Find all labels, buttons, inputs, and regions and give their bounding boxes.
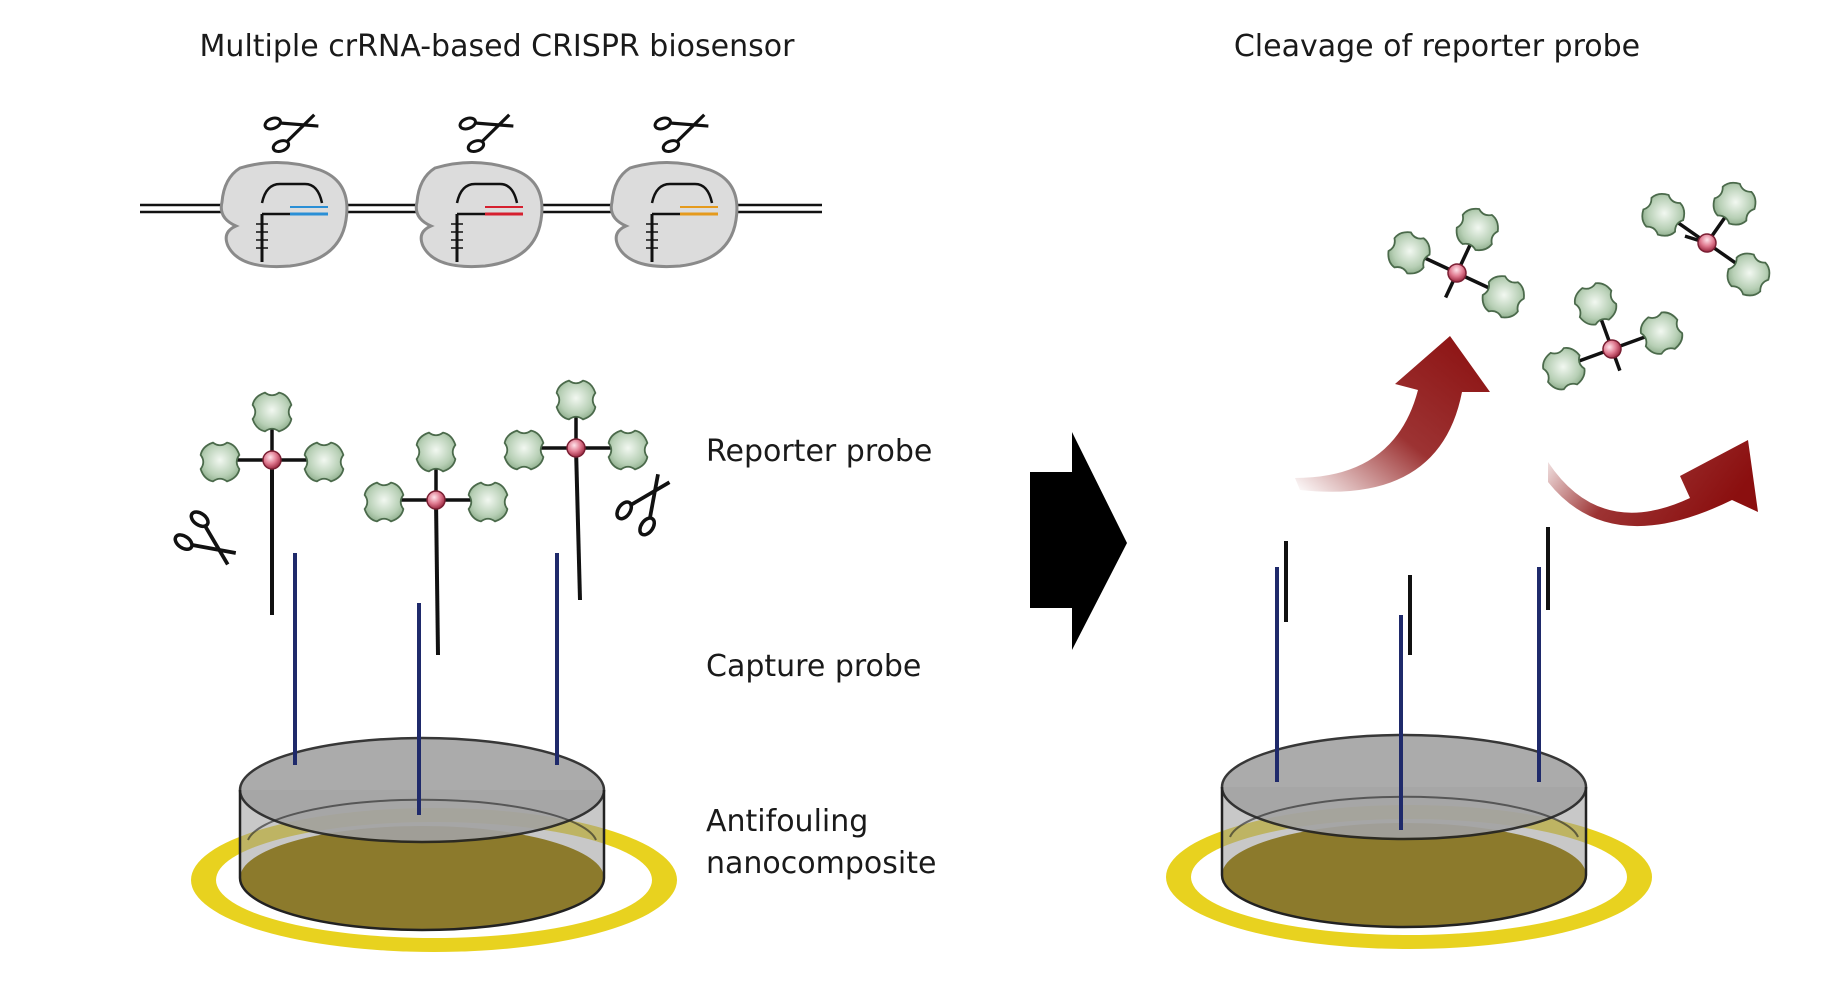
antifouling-label-line2: nanocomposite — [706, 846, 936, 881]
process-arrow-icon — [1030, 432, 1127, 650]
crispr-complex-strand — [140, 102, 822, 269]
capture-probe-label: Capture probe — [706, 649, 921, 684]
scissors-icon — [456, 102, 519, 156]
right-electrode — [1166, 733, 1652, 949]
scissors-icon — [612, 464, 682, 540]
right-title: Cleavage of reporter probe — [1234, 29, 1640, 64]
left-electrode — [191, 736, 677, 952]
reporter-probe-icon — [1636, 147, 1804, 302]
reporter-probe-icon — [1522, 261, 1687, 395]
reporter-probe-icon — [365, 433, 508, 656]
cas12a-protein-icon — [414, 160, 544, 269]
scissors-icon — [651, 102, 714, 156]
capture-probes-right — [1275, 527, 1550, 830]
scissors-icon — [170, 507, 246, 577]
reporter-probe-label: Reporter probe — [706, 434, 932, 469]
release-arrow-icon — [1548, 440, 1758, 527]
cas12a-protein-icon — [219, 160, 349, 269]
capture-probes-left — [293, 553, 559, 815]
antifouling-label-line1: Antifouling — [706, 804, 868, 839]
reporter-probe-icon — [201, 393, 344, 615]
reporter-probe-icon — [505, 381, 648, 601]
scissors-icon — [261, 102, 324, 156]
release-arrow-icon — [1295, 336, 1490, 492]
left-title: Multiple crRNA-based CRISPR biosensor — [200, 29, 796, 64]
cas12a-protein-icon — [609, 160, 739, 269]
reporter-probe-icon — [1381, 182, 1550, 328]
